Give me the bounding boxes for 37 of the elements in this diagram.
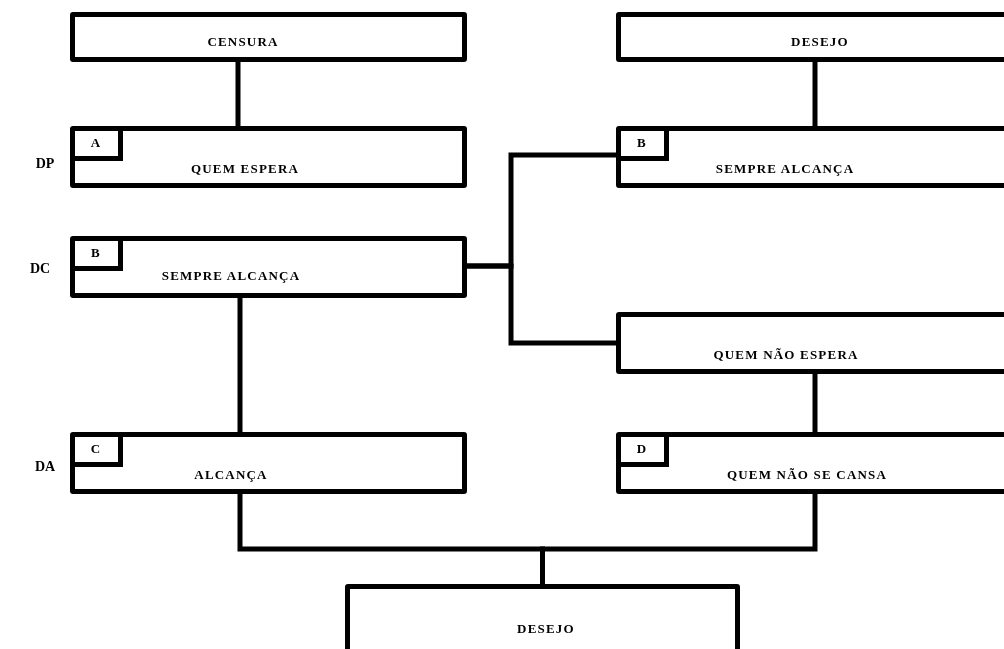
box-label: QUEM NÃO SE CANSA <box>726 467 888 483</box>
level-label: DA <box>34 459 56 475</box>
box-label: DESEJO <box>517 621 575 637</box>
level-label: DC <box>29 261 51 277</box>
tag-letter: C <box>90 441 102 457</box>
box-label: SEMPRE ALCANÇA <box>161 268 301 284</box>
process-box <box>70 236 467 298</box>
tag-letter: B <box>91 245 101 261</box>
process-box <box>345 584 740 649</box>
letter-tag <box>621 131 669 161</box>
letter-tag <box>75 437 123 467</box>
process-box <box>616 12 1004 62</box>
tag-letter: A <box>90 135 102 151</box>
connector-line <box>812 62 818 126</box>
process-box <box>70 12 467 62</box>
letter-tag <box>621 437 669 467</box>
process-box <box>616 126 1004 188</box>
connector-line <box>540 494 818 584</box>
box-label: QUEM NÃO ESPERA <box>713 347 859 363</box>
tag-letter: B <box>637 135 647 151</box>
tag-letter: D <box>636 441 648 457</box>
process-box <box>616 312 1004 374</box>
box-label: SEMPRE ALCANÇA <box>715 161 855 177</box>
process-box <box>70 126 467 188</box>
process-box <box>70 432 467 494</box>
letter-tag <box>75 241 123 271</box>
letter-tag <box>75 131 123 161</box>
connector-line <box>812 374 818 432</box>
box-label: CENSURA <box>207 34 279 50</box>
connector-line <box>237 298 243 432</box>
level-label: DP <box>35 156 55 172</box>
box-label: QUEM ESPERA <box>190 161 300 177</box>
connector-line <box>235 62 241 126</box>
box-label: ALCANÇA <box>194 467 268 483</box>
process-box <box>616 432 1004 494</box>
box-label: DESEJO <box>791 34 849 50</box>
connector-line <box>467 263 616 346</box>
